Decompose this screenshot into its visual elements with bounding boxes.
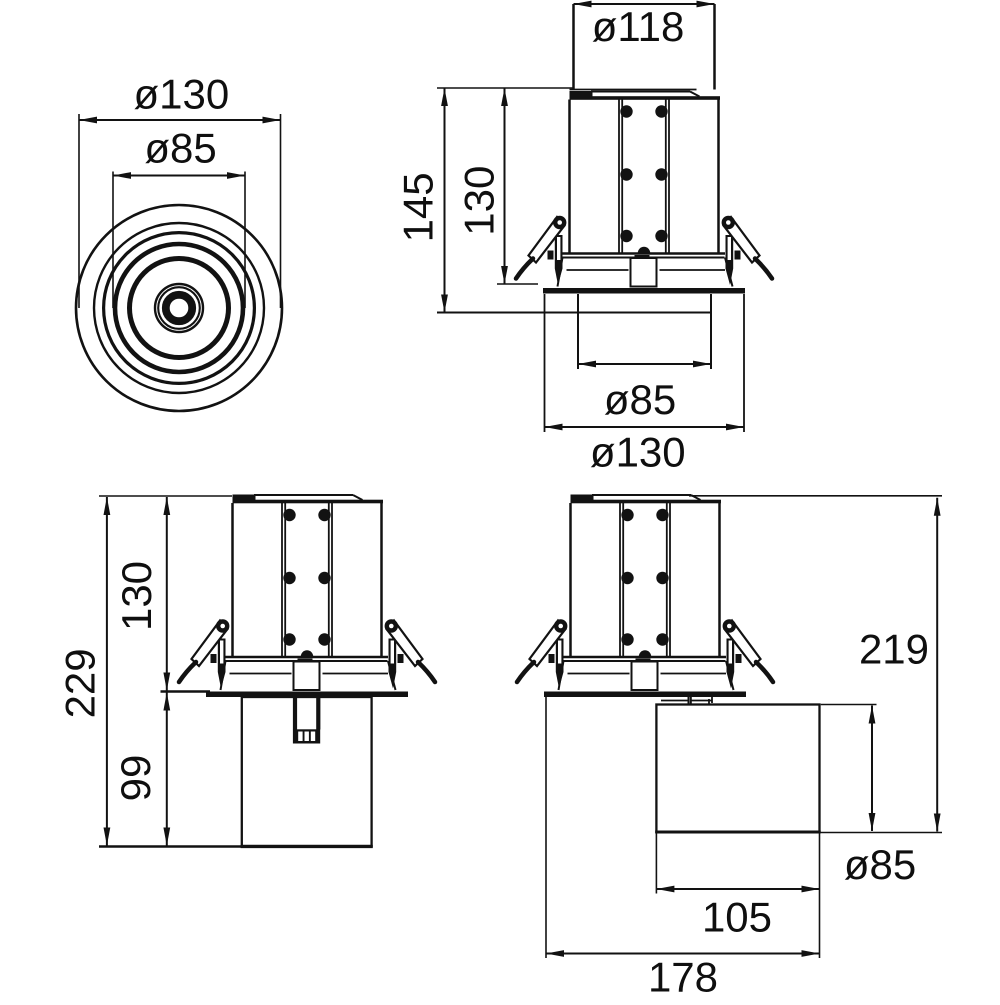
svg-text:99: 99 (112, 755, 159, 802)
svg-text:ø130: ø130 (134, 71, 230, 118)
svg-text:ø85: ø85 (844, 841, 916, 888)
svg-text:ø85: ø85 (604, 376, 676, 423)
svg-text:ø85: ø85 (144, 125, 216, 172)
svg-text:145: 145 (395, 172, 442, 242)
svg-text:130: 130 (113, 561, 160, 631)
svg-text:105: 105 (702, 894, 772, 941)
svg-text:178: 178 (648, 953, 718, 1000)
svg-text:ø118: ø118 (592, 3, 685, 50)
svg-text:ø130: ø130 (590, 428, 686, 475)
svg-text:130: 130 (456, 166, 503, 236)
svg-text:229: 229 (56, 648, 103, 718)
svg-text:219: 219 (859, 625, 929, 672)
